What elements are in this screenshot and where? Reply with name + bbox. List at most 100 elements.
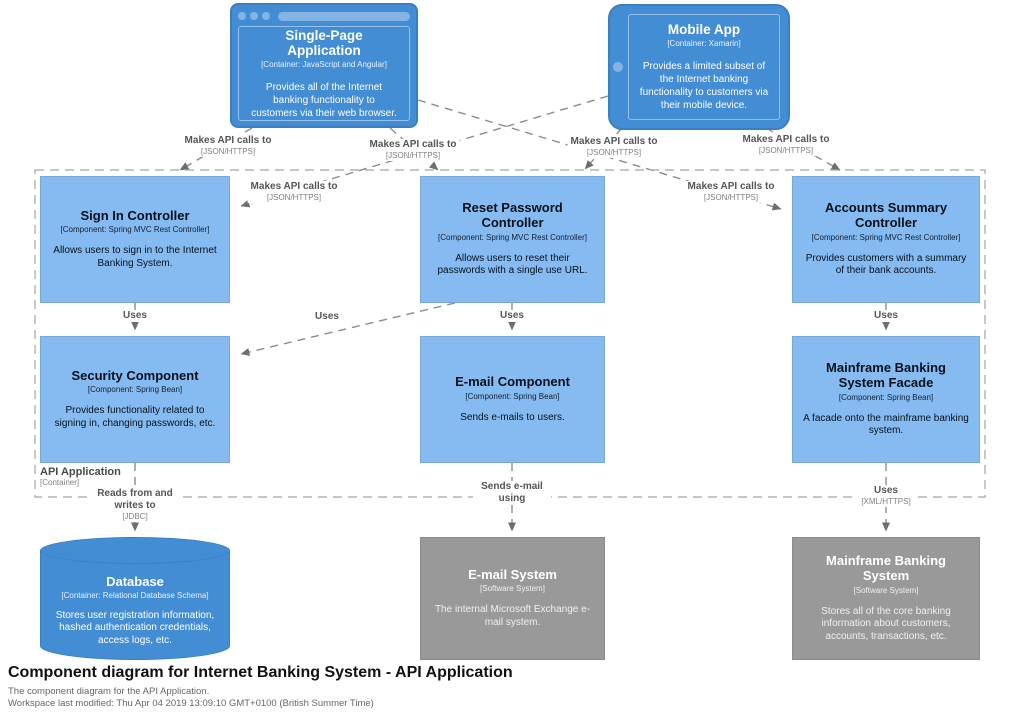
node-description: Stores user registration information, ha… [55, 609, 215, 646]
line-mobile-signin [240, 95, 609, 208]
rel-tech: [JSON/HTTPS] [586, 148, 642, 157]
browser-dot-icon [262, 12, 270, 20]
rel-text: Makes API calls to [570, 136, 658, 147]
rel-label-security-database: Reads from and writes to [JDBC] [87, 488, 183, 523]
node-description: Provides customers with a summary of the… [805, 252, 967, 277]
node-meta: [Component: Spring Bean] [838, 392, 934, 402]
node-description: Stores all of the core banking informati… [821, 605, 951, 642]
node-security-component[interactable]: Security Component [Component: Spring Be… [40, 336, 230, 463]
workspace-modified-text: Workspace last modified: Thu Apr 04 2019… [8, 698, 374, 709]
rel-label-spa-accounts: Makes API calls to [JSON/HTTPS] [684, 181, 778, 204]
line-resetpw-security [240, 302, 456, 356]
node-description: Provides a limited subset of the Interne… [639, 61, 769, 111]
rel-tech: [JSON/HTTPS] [200, 147, 256, 156]
rel-label-emailcomp-emailsystem: Sends e-mail using [473, 481, 551, 505]
cylinder-top-icon [40, 537, 230, 564]
diagram-subtitle: The component diagram for the API Applic… [8, 686, 210, 697]
node-database[interactable]: Database [Container: Relational Database… [40, 537, 230, 660]
rel-tech: [JDBC] [122, 512, 148, 521]
boundary-meta: [Container] [40, 478, 80, 487]
node-description: A facade onto the mainframe banking syst… [803, 412, 969, 437]
diagram-title: Component diagram for Internet Banking S… [8, 664, 513, 681]
rel-tech: [XML/HTTPS] [861, 497, 911, 506]
rel-label-mobile-resetpw: Makes API calls to [JSON/HTTPS] [567, 136, 661, 159]
rel-label-signin-security: Uses [120, 310, 150, 322]
node-description: Sends e-mails to users. [460, 411, 565, 423]
browser-screen: Single-Page Application [Container: Java… [238, 26, 410, 121]
node-meta: [Container: JavaScript and Angular] [261, 59, 387, 69]
rel-text: Sends e-mail using [481, 481, 543, 504]
node-title: Accounts Summary Controller [824, 200, 948, 230]
rel-label-spa-resetpw: Makes API calls to [JSON/HTTPS] [366, 139, 460, 162]
phone-screen: Mobile App [Container: Xamarin] Provides… [628, 14, 780, 120]
rel-text: Uses [874, 485, 898, 496]
rel-text: Uses [874, 310, 898, 321]
node-email-component[interactable]: E-mail Component [Component: Spring Bean… [420, 336, 605, 463]
node-meta: [Container: Relational Database Schema] [61, 590, 209, 600]
rel-tech: [JSON/HTTPS] [703, 193, 759, 202]
rel-label-mobile-accounts: Makes API calls to [JSON/HTTPS] [739, 134, 833, 157]
node-sign-in-controller[interactable]: Sign In Controller [Component: Spring MV… [40, 176, 230, 303]
rel-tech: [JSON/HTTPS] [266, 193, 322, 202]
rel-text: Makes API calls to [250, 181, 338, 192]
rel-text: Uses [315, 311, 339, 322]
node-title: Database [106, 573, 164, 589]
node-accounts-summary-controller[interactable]: Accounts Summary Controller [Component: … [792, 176, 980, 303]
node-title: Mainframe Banking System [826, 552, 946, 583]
browser-dot-icon [250, 12, 258, 20]
rel-tech: [JSON/HTTPS] [758, 146, 814, 155]
cylinder-body-icon [40, 550, 230, 660]
home-button-icon [613, 62, 623, 72]
node-title: Mainframe Banking System Facade [826, 360, 946, 390]
node-meta: [Component: Spring MVC Rest Controller] [60, 225, 210, 235]
node-description: Allows users to reset their passwords wi… [437, 252, 588, 277]
node-description: The internal Microsoft Exchange e-mail s… [434, 604, 591, 628]
rel-text: Makes API calls to [687, 181, 775, 192]
rel-tech: [JSON/HTTPS] [385, 151, 441, 160]
node-meta: [Component: Spring Bean] [465, 391, 560, 401]
rel-label-facade-mainframe: Uses [XML/HTTPS] [858, 485, 914, 508]
node-meta: [Container: Xamarin] [667, 39, 741, 48]
node-meta: [Component: Spring MVC Rest Controller] [811, 232, 961, 242]
node-meta: [Software System] [853, 585, 919, 595]
node-title: Mobile App [667, 22, 741, 37]
rel-label-mobile-signin: Makes API calls to [JSON/HTTPS] [247, 181, 341, 204]
line-mobile-resetpw [584, 127, 623, 170]
node-email-system[interactable]: E-mail System [Software System] The inte… [420, 537, 605, 660]
node-meta: [Component: Spring Bean] [87, 385, 183, 395]
rel-text: Uses [123, 310, 147, 321]
browser-dot-icon [238, 12, 246, 20]
rel-label-resetpw-emailcomp: Uses [497, 310, 527, 322]
rel-label-accounts-facade: Uses [871, 310, 901, 322]
rel-text: Makes API calls to [369, 139, 457, 150]
node-description: Provides all of the Internet banking fun… [251, 81, 397, 119]
rel-label-resetpw-security: Uses [312, 311, 342, 323]
node-title: E-mail System [468, 566, 557, 582]
boundary-label: API Application [Container] [38, 466, 123, 487]
node-description: Allows users to sign in to the Internet … [53, 245, 217, 269]
diagram-footer: Component diagram for Internet Banking S… [8, 664, 513, 709]
node-description: Provides functionality related to signin… [54, 405, 216, 429]
rel-label-spa-signin: Makes API calls to [JSON/HTTPS] [181, 135, 275, 158]
node-title: E-mail Component [455, 373, 570, 389]
node-mainframe-banking-system[interactable]: Mainframe Banking System [Software Syste… [792, 537, 980, 660]
node-title: Single-Page Application [285, 27, 363, 58]
rel-text: Makes API calls to [184, 135, 272, 146]
api-application-boundary [34, 169, 986, 498]
node-reset-password-controller[interactable]: Reset Password Controller [Component: Sp… [420, 176, 605, 303]
node-mobile-app[interactable]: Mobile App [Container: Xamarin] Provides… [608, 4, 790, 130]
node-meta: [Component: Spring MVC Rest Controller] [438, 232, 587, 242]
cylinder-content: Database [Container: Relational Database… [40, 567, 230, 654]
rel-text: Reads from and writes to [97, 488, 173, 511]
node-title: Sign In Controller [80, 207, 190, 223]
boundary-name: API Application [40, 466, 121, 478]
node-single-page-application[interactable]: Single-Page Application [Container: Java… [230, 3, 418, 128]
browser-address-bar-icon [278, 11, 410, 21]
node-title: Security Component [71, 367, 199, 383]
rel-text: Uses [500, 310, 524, 321]
node-mainframe-banking-system-facade[interactable]: Mainframe Banking System Facade [Compone… [792, 336, 980, 463]
rel-text: Makes API calls to [742, 134, 830, 145]
node-meta: [Software System] [480, 584, 545, 594]
browser-chrome-icon [238, 9, 410, 23]
